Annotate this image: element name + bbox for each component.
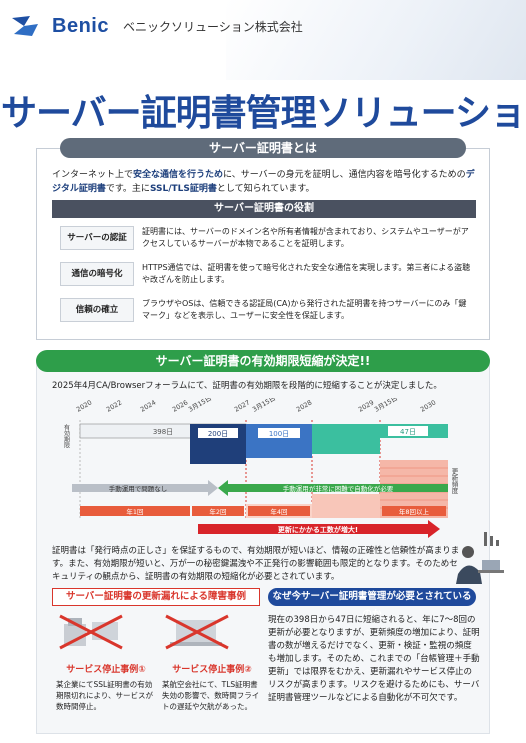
period-label: 200日 bbox=[208, 430, 228, 438]
year-label: 2024 bbox=[139, 399, 157, 414]
count-label: 年4回 bbox=[270, 507, 287, 516]
case-title: サービス停止事例② bbox=[172, 665, 252, 675]
case-1: サービス停止事例① 某企業にてSSL証明書の有効期限切れにより、サービスが数時間… bbox=[56, 612, 156, 712]
role-text: ブラウザやOSは、信頼できる認証局(CA)から発行された証明書を持つサーバーにの… bbox=[142, 299, 467, 320]
why-text: 現在の398日から47日に短縮されると、年に7〜8回の更新が必要となりますが、更… bbox=[268, 615, 480, 703]
company-name: ベニックソリューション株式会社 bbox=[122, 19, 303, 34]
year-label: 2027 bbox=[233, 399, 251, 414]
header-background bbox=[226, 0, 526, 80]
auto-label: 手動運用が非常に困難で自動化が必要 bbox=[283, 484, 394, 493]
role-row: サーバーの認証 証明書には、サーバーのドメイン名や所有者情報が含まれており、シス… bbox=[60, 226, 480, 250]
case-2: サービス停止事例② 某航空会社にて、TLS証明書失効の影響で、数時間フライトの遅… bbox=[162, 612, 262, 712]
section1-heading: サーバー証明書とは bbox=[60, 138, 466, 158]
laptop-down-icon bbox=[165, 614, 229, 650]
worried-person-illustration bbox=[456, 532, 504, 584]
period-label: 398日 bbox=[153, 428, 173, 436]
y-axis-label: 有効期限 bbox=[63, 423, 70, 449]
role-label: サーバーの認証 bbox=[60, 226, 134, 250]
period-label: 100日 bbox=[269, 430, 289, 438]
section2-heading: サーバー証明書の有効期限短縮が決定!! bbox=[36, 350, 490, 372]
case-text: 某航空会社にて、TLS証明書失効の影響で、数時間フライトの遅延や欠航があった。 bbox=[162, 680, 260, 711]
period-label: 47日 bbox=[400, 428, 416, 436]
year-label: 3月15日〜 bbox=[251, 398, 283, 414]
announcement: 2025年4月CA/Browserフォーラムにて、証明書の有効期限を段階的に短縮… bbox=[52, 381, 442, 391]
logo-text: Benic bbox=[52, 14, 109, 37]
year-label: 2028 bbox=[295, 399, 313, 414]
role-row: 信頼の確立 ブラウザやOSは、信頼できる認証局(CA)から発行された証明書を持つ… bbox=[60, 298, 480, 322]
year-label: 3月15日〜 bbox=[187, 398, 219, 414]
role-label: 信頼の確立 bbox=[60, 298, 134, 322]
frequency-label: 更新頻度 bbox=[450, 468, 458, 496]
manual-arrow bbox=[72, 480, 218, 496]
server-down-icon bbox=[59, 614, 123, 650]
year-label: 3月15日〜 bbox=[373, 398, 405, 414]
role-label: 通信の暗号化 bbox=[60, 262, 134, 286]
roles-heading: サーバー証明書の役割 bbox=[52, 200, 476, 218]
count-label: 年1回 bbox=[126, 507, 143, 516]
why-heading: なぜ今サーバー証明書管理が必要とされているのか bbox=[268, 588, 476, 620]
section1-intro: インターネット上で安全な通信を行うために、サーバーの身元を証明し、通信内容を暗号… bbox=[52, 170, 475, 194]
year-label: 2022 bbox=[105, 399, 123, 414]
case-text: 某企業にてSSL証明書の有効期限切れにより、サービスが数時間停止。 bbox=[56, 680, 154, 711]
period-100-tag bbox=[258, 428, 300, 438]
case-title: サービス停止事例① bbox=[66, 665, 146, 675]
benic-logo-icon bbox=[12, 16, 38, 36]
role-text: HTTPS通信では、証明書を使って暗号化された安全な通信を実現します。第三者によ… bbox=[142, 263, 471, 284]
role-text: 証明書には、サーバーのドメイン名や所有者情報が含まれており、システムやユーザーが… bbox=[142, 227, 469, 248]
period-200-tag bbox=[198, 428, 238, 438]
workload-label: 更新にかかる工数が増大! bbox=[278, 525, 358, 534]
role-row: 通信の暗号化 HTTPS通信では、証明書を使って暗号化された安全な通信を実現しま… bbox=[60, 262, 480, 286]
count-label: 年8回以上 bbox=[399, 507, 430, 516]
year-label: 2030 bbox=[419, 399, 437, 414]
count-label: 年2回 bbox=[209, 507, 226, 516]
timeline-chart: 2020 2022 2024 2026 3月15日〜 2027 3月15日〜 2… bbox=[63, 398, 458, 538]
section2-body: 証明書は「発行時点の正しさ」を保証するもので、有効期限が短いほど、情報の正確性と… bbox=[52, 546, 460, 582]
workload-arrow bbox=[198, 520, 440, 538]
logo: Benic ベニックソリューション株式会社 bbox=[10, 14, 303, 38]
period-47-box bbox=[312, 424, 380, 454]
cases-heading: サーバー証明書の更新漏れによる障害事例 bbox=[52, 588, 260, 606]
auto-arrow bbox=[218, 480, 448, 496]
manual-label: 手動運用で問題なし bbox=[109, 484, 168, 493]
year-label: 2020 bbox=[75, 399, 93, 414]
